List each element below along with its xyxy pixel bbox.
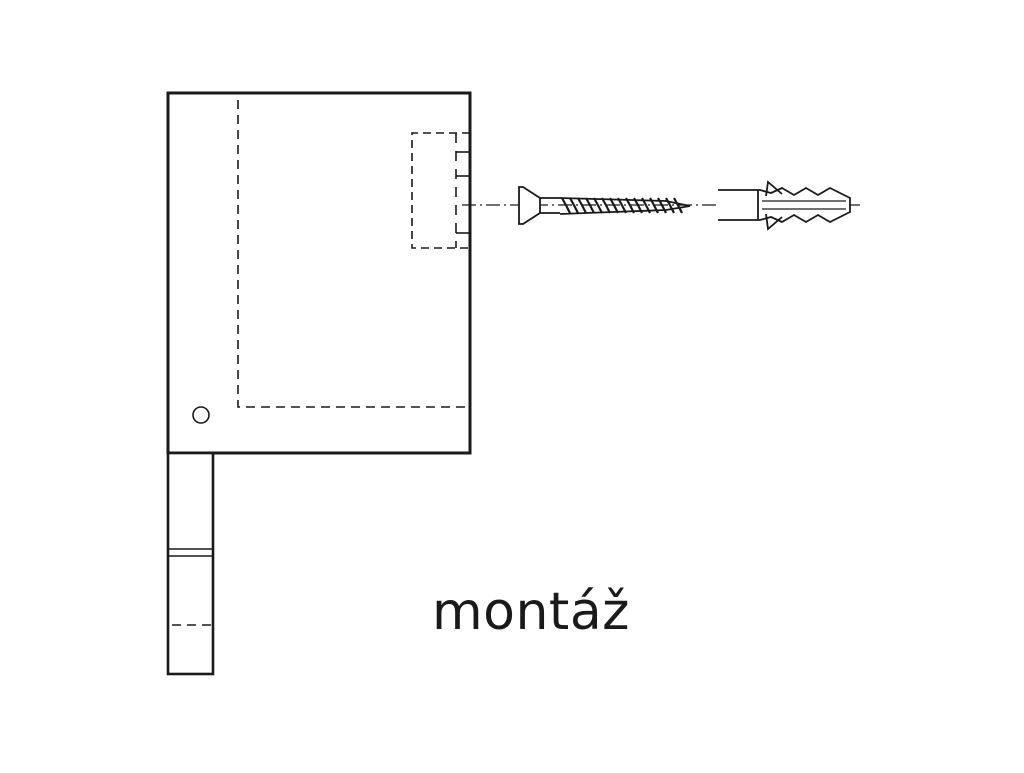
thread-crest — [593, 197, 603, 214]
thread-crest — [569, 197, 579, 214]
thread-crest — [625, 197, 635, 214]
caption-label: montáž — [432, 582, 630, 642]
screw — [518, 186, 691, 225]
thread-crest — [609, 197, 619, 214]
mounting-hole — [192, 406, 210, 424]
hinge-leaf — [166, 451, 215, 676]
wall-plug — [718, 180, 851, 231]
thread-crest — [641, 197, 651, 214]
screw-pocket — [411, 132, 470, 249]
thread-crest — [649, 197, 659, 214]
thread-crest — [665, 197, 675, 214]
thread-crest — [577, 197, 587, 214]
thread-crest — [561, 197, 571, 214]
bracket — [166, 91, 472, 455]
thread-crest — [673, 197, 683, 214]
thread-crest — [585, 197, 595, 214]
thread-crest — [633, 197, 643, 214]
thread-crest — [601, 197, 611, 214]
thread-crest — [657, 197, 667, 214]
thread-crest — [617, 197, 627, 214]
